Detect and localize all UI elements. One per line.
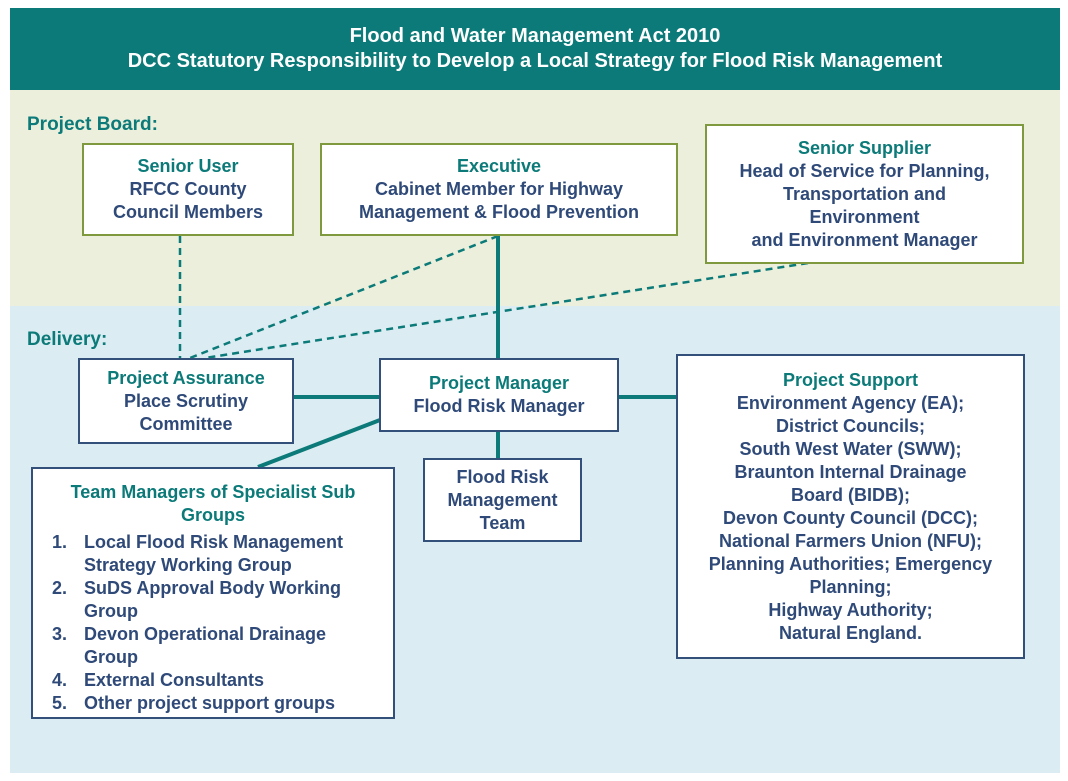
senior-user-line: Council Members [112, 202, 264, 222]
flood-risk-team-line: Team [479, 512, 526, 533]
team-managers-box: Team Managers of Specialist Sub Groups 1… [31, 467, 395, 719]
senior-user-box: Senior User RFCC County Council Members [82, 143, 294, 236]
team-managers-title: Team Managers of Specialist Sub [70, 482, 356, 502]
list-item-line: Devon Operational Drainage [84, 624, 327, 644]
project-support-line: Natural England. [778, 622, 922, 643]
list-item-number: 4. [52, 670, 68, 690]
senior-supplier-line: Head of Service for Planning, [739, 160, 990, 181]
list-item-line: Group [84, 601, 138, 621]
executive-line: Cabinet Member for Highway [374, 179, 624, 199]
project-support-line: Devon County Council (DCC); [723, 507, 978, 528]
project-support-line: Braunton Internal Drainage [734, 461, 967, 482]
senior-supplier-line: and Environment Manager [751, 229, 978, 250]
project-manager-box: Project Manager Flood Risk Manager [379, 358, 619, 432]
connector-supplier-assurance [204, 261, 809, 360]
list-item-text: Other project support groups [84, 692, 392, 715]
senior-supplier-box: Senior Supplier Head of Service for Plan… [705, 124, 1024, 264]
connector-executive-assurance [189, 234, 499, 360]
project-assurance-line: Committee [139, 413, 233, 434]
diagram-header: Flood and Water Management Act 2010 DCC … [10, 8, 1060, 90]
project-manager-line: Flood Risk Manager [413, 396, 585, 416]
flood-risk-team-line: Flood Risk [456, 466, 549, 487]
list-item-number: 1. [52, 532, 68, 552]
list-item: 5. Other project support groups [52, 692, 392, 715]
list-item-line: External Consultants [84, 670, 265, 690]
flood-risk-team-box: Flood Risk Management Team [423, 458, 582, 542]
connector-manager-team-managers [257, 418, 381, 469]
project-support-line: Board (BIDB); [791, 484, 910, 505]
list-item-line: Other project support groups [84, 693, 336, 713]
project-board-label: Project Board: [27, 114, 158, 135]
project-assurance-line: Place Scrutiny [123, 390, 249, 411]
list-item-text: Local Flood Risk Management Strategy Wor… [84, 531, 392, 577]
project-support-line: Planning; [809, 576, 892, 597]
senior-supplier-line: Environment [809, 206, 920, 227]
list-item: 1. Local Flood Risk Management Strategy … [52, 531, 392, 577]
list-item: 2. SuDS Approval Body Working Group [52, 577, 392, 623]
list-item-number: 3. [52, 624, 68, 644]
list-item-line: SuDS Approval Body Working [84, 578, 342, 598]
header-subtitle: DCC Statutory Responsibility to Develop … [127, 50, 943, 72]
header-title: Flood and Water Management Act 2010 [349, 25, 721, 47]
list-item-number: 2. [52, 578, 68, 598]
project-support-line: National Farmers Union (NFU); [718, 530, 982, 551]
project-support-line: Planning Authorities; Emergency [708, 553, 993, 574]
team-managers-title: Groups [180, 505, 245, 525]
list-item-line: Strategy Working Group [84, 555, 292, 575]
senior-user-line: RFCC County [129, 179, 247, 199]
list-item-number: 5. [52, 693, 68, 713]
project-support-title: Project Support [782, 369, 918, 390]
executive-line: Management & Flood Prevention [358, 202, 640, 222]
senior-supplier-line: Transportation and [782, 183, 946, 204]
delivery-label: Delivery: [27, 329, 108, 350]
project-support-line: South West Water (SWW); [739, 438, 962, 459]
list-item: 4. External Consultants [52, 669, 392, 692]
project-support-box: Project Support Environment Agency (EA);… [676, 354, 1025, 659]
executive-title: Executive [456, 156, 542, 176]
list-item-text: SuDS Approval Body Working Group [84, 577, 392, 623]
sub-groups-list: 1. Local Flood Risk Management Strategy … [34, 531, 392, 715]
project-assurance-box: Project Assurance Place Scrutiny Committ… [78, 358, 294, 444]
executive-box: Executive Cabinet Member for Highway Man… [320, 143, 678, 236]
senior-user-title: Senior User [137, 156, 239, 176]
project-support-line: Environment Agency (EA); [736, 392, 965, 413]
senior-supplier-title: Senior Supplier [797, 137, 932, 158]
project-manager-title: Project Manager [428, 373, 570, 393]
list-item: 3. Devon Operational Drainage Group [52, 623, 392, 669]
list-item-line: Group [84, 647, 138, 667]
list-item-line: Local Flood Risk Management [84, 532, 344, 552]
flood-risk-team-line: Management [447, 489, 558, 510]
project-support-line: Highway Authority; [768, 599, 933, 620]
list-item-text: Devon Operational Drainage Group [84, 623, 392, 669]
project-assurance-title: Project Assurance [107, 367, 265, 388]
list-item-text: External Consultants [84, 669, 392, 692]
project-support-line: District Councils; [775, 415, 926, 436]
